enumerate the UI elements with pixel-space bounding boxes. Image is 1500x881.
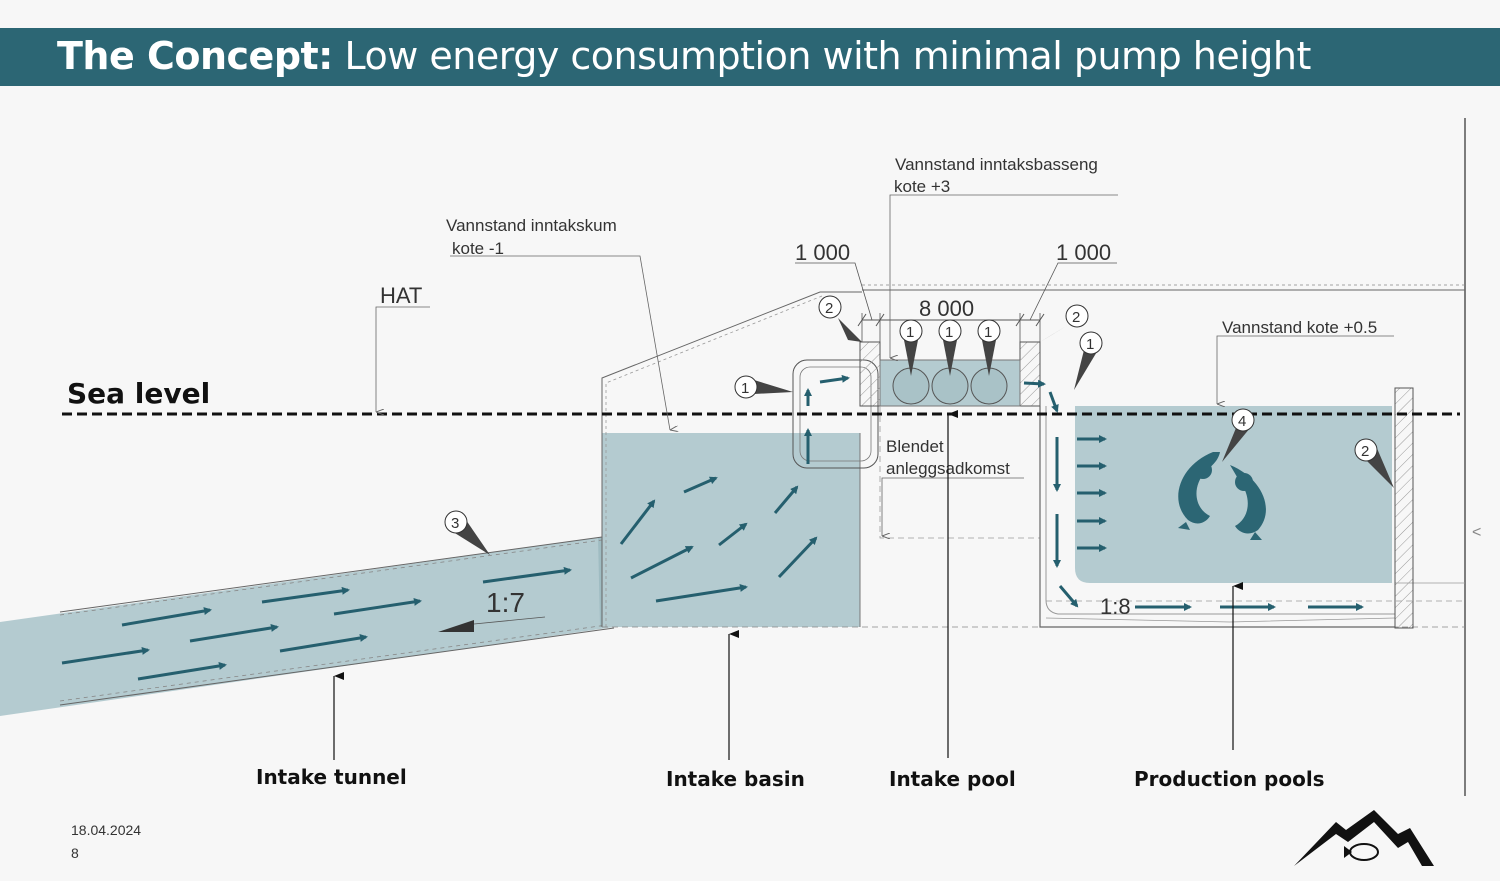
- dim-right: 1 000: [1056, 240, 1111, 265]
- intake-tunnel-label: Intake tunnel: [256, 765, 407, 789]
- intake-basin-label: Intake basin: [666, 767, 805, 791]
- dim-left: 1 000: [795, 240, 850, 265]
- title-rest: Low energy consumption with minimal pump…: [344, 34, 1311, 78]
- slope-tunnel-label: 1:7: [486, 587, 525, 618]
- kote-plus3-label: kote +3: [894, 177, 950, 196]
- marker-1a: 1: [906, 324, 914, 341]
- vannstand-inntaksbasseng-label: Vannstand inntaksbasseng: [895, 155, 1098, 174]
- marker-1e: 1: [1086, 336, 1094, 353]
- marker-2a: 2: [825, 300, 833, 317]
- slide-title: The Concept: Low energy consumption with…: [57, 34, 1311, 78]
- production-pool-water: [1075, 406, 1392, 583]
- dim-middle: 8 000: [919, 296, 974, 321]
- sea-level-label: Sea level: [67, 377, 210, 410]
- intake-pool-label: Intake pool: [889, 767, 1016, 791]
- marker-3: 3: [451, 515, 459, 532]
- vannstand-kote-label: Vannstand kote +0.5: [1222, 318, 1377, 337]
- intake-basin-water: [602, 433, 860, 627]
- blendet-label: Blendet: [886, 437, 944, 456]
- hat-label: HAT: [380, 283, 422, 308]
- callout-markers: 2 2 1 1 1 1 1 4 2 3: [444, 295, 1394, 555]
- riser-flow-arrows: [804, 374, 1079, 608]
- slide-header: The Concept: Low energy consumption with…: [0, 28, 1500, 86]
- marker-1c: 1: [984, 324, 992, 341]
- kote-minus1-label: kote -1: [452, 239, 504, 258]
- intake-tunnel-water: [0, 537, 614, 716]
- production-flow-arrows: [1077, 435, 1364, 611]
- footer-date: 18.04.2024: [71, 822, 142, 838]
- marker-1b: 1: [945, 324, 953, 341]
- marker-2c: 2: [1361, 443, 1369, 460]
- tunnel-flow-arrows: [61, 566, 572, 681]
- footer-page-number: 8: [71, 845, 79, 861]
- marker-1d: 1: [741, 380, 749, 397]
- vannstand-inntakskum-label: Vannstand inntakskum: [446, 216, 617, 235]
- basin-flow-arrows: [619, 476, 818, 603]
- title-bold: The Concept:: [57, 34, 333, 78]
- marker-2b: 2: [1072, 309, 1080, 326]
- fish-icon: [1178, 452, 1266, 540]
- production-pools-label: Production pools: [1134, 767, 1325, 791]
- marker-4: 4: [1238, 413, 1246, 430]
- slope-pool-label: 1:8: [1100, 594, 1131, 619]
- side-collapse-icon[interactable]: <: [1472, 524, 1482, 541]
- mountain-logo-icon: [1294, 810, 1434, 866]
